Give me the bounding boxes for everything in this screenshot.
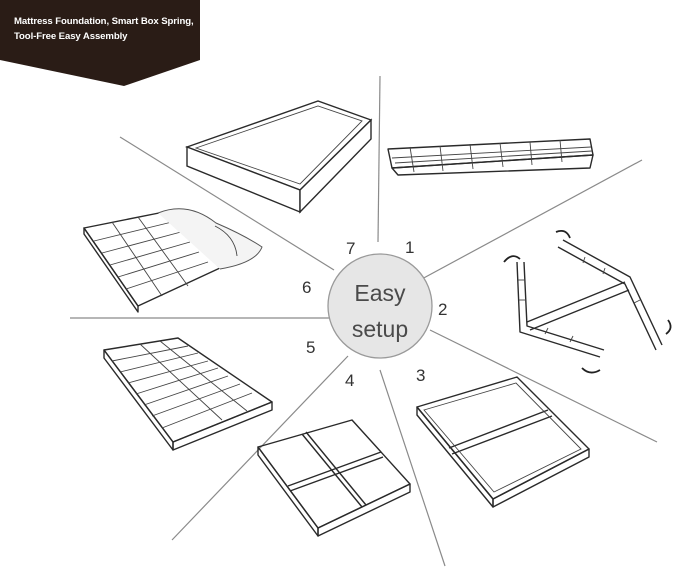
divider-lines xyxy=(70,75,658,567)
unfolding-rails-illustration xyxy=(503,229,672,374)
outer-frame-illustration xyxy=(416,376,590,508)
step-numbers: 1 2 3 4 5 6 7 xyxy=(302,238,447,390)
slatted-frame-illustration xyxy=(103,337,273,451)
step-number-3: 3 xyxy=(416,366,425,385)
divider-line xyxy=(119,136,335,271)
banner-title-line1: Mattress Foundation, Smart Box Spring, xyxy=(14,16,194,27)
divider-line xyxy=(429,329,658,443)
frame-cross-rails-illustration xyxy=(257,419,411,537)
banner-title: Mattress Foundation, Smart Box Spring, T… xyxy=(14,14,204,44)
hub-label-line1: Easy xyxy=(354,280,406,306)
hub-circle xyxy=(327,253,433,359)
rotate-arrow-icon xyxy=(503,255,521,263)
step-number-5: 5 xyxy=(306,338,315,357)
cover-sliding-illustration xyxy=(83,208,263,313)
divider-line xyxy=(377,75,381,243)
step-number-1: 1 xyxy=(405,238,414,257)
divider-line xyxy=(379,369,446,567)
folded-frame-parts-illustration xyxy=(387,138,594,176)
rotate-arrow-icon xyxy=(665,319,672,335)
step-number-7: 7 xyxy=(346,239,355,258)
hub-label-line2: setup xyxy=(352,316,408,342)
easy-setup-hub: Easy setup xyxy=(327,253,433,359)
step-number-4: 4 xyxy=(345,371,354,390)
title-banner: Mattress Foundation, Smart Box Spring, T… xyxy=(0,0,200,86)
step-number-6: 6 xyxy=(302,278,311,297)
banner-title-line2: Tool-Free Easy Assembly xyxy=(14,31,128,42)
divider-line xyxy=(171,355,349,541)
title-banner-background xyxy=(0,0,200,86)
covered-box-spring-illustration xyxy=(184,100,373,214)
step-number-2: 2 xyxy=(438,300,447,319)
rotate-arrow-icon xyxy=(555,229,571,239)
divider-line xyxy=(419,159,643,281)
rotate-arrow-icon xyxy=(581,367,601,374)
